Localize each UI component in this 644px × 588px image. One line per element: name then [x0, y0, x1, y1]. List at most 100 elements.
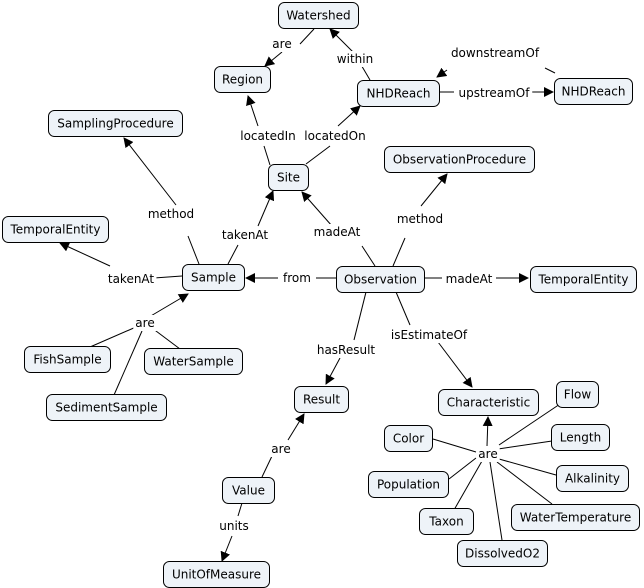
- concept-node-characteristic[interactable]: Characteristic: [438, 389, 539, 416]
- node-label: Taxon: [428, 515, 463, 529]
- connector-line: [263, 145, 271, 166]
- node-box: [438, 389, 539, 416]
- node-box: [419, 508, 474, 535]
- concept-node-nhdreach1[interactable]: NHDReach: [357, 80, 440, 107]
- connector-line: [227, 244, 239, 265]
- link-label-bg: [238, 128, 298, 144]
- link-label-text: madeAt: [314, 225, 361, 239]
- connector-line: [113, 330, 143, 396]
- concept-node-dissolved-o2[interactable]: DissolvedO2: [457, 540, 548, 567]
- link-label-text: takenAt: [222, 228, 269, 242]
- concept-node-unit-of-measure[interactable]: UnitOfMeasure: [163, 561, 270, 588]
- node-box: [46, 394, 167, 421]
- concept-node-temporal-entity-left[interactable]: TemporalEntity: [2, 216, 109, 243]
- link-label-text: are: [135, 316, 154, 330]
- link-label-bg: [448, 45, 542, 61]
- link-label-is-estimate-of: isEstimateOf: [388, 327, 470, 343]
- node-box: [357, 80, 440, 107]
- concept-node-nhdreach2[interactable]: NHDReach: [554, 78, 633, 105]
- node-label: FishSample: [33, 353, 101, 367]
- connector-line: [437, 341, 473, 388]
- link-label-bg: [145, 206, 197, 222]
- concept-node-sample[interactable]: Sample: [182, 264, 245, 291]
- link-label-text: from: [283, 271, 311, 285]
- concept-node-water-sample[interactable]: WaterSample: [144, 348, 243, 375]
- node-label: Length: [560, 431, 601, 445]
- link-label-has-result: hasResult: [314, 342, 378, 358]
- connector-line: [59, 242, 111, 267]
- link-label-downstream-of: downstreamOf: [448, 45, 542, 61]
- concept-node-length[interactable]: Length: [551, 424, 610, 451]
- concept-node-site[interactable]: Site: [268, 164, 309, 191]
- node-box: [24, 346, 111, 373]
- concept-node-population[interactable]: Population: [368, 471, 449, 498]
- link-label-text: method: [148, 207, 194, 221]
- node-box: [530, 266, 637, 293]
- link-label-text: within: [337, 52, 373, 66]
- connector-line: [257, 190, 275, 227]
- node-box: [268, 164, 309, 191]
- link-label-made-at-site: madeAt: [311, 224, 363, 240]
- concept-node-alkalinity[interactable]: Alkalinity: [556, 465, 629, 492]
- connector-line: [448, 457, 477, 480]
- node-box: [214, 66, 271, 93]
- connector-line: [187, 235, 200, 265]
- link-label-text: takenAt: [108, 272, 155, 286]
- node-box: [144, 348, 243, 375]
- connector-line: [329, 28, 356, 55]
- concept-node-value[interactable]: Value: [222, 477, 275, 504]
- node-label: Sample: [191, 271, 236, 285]
- connector-line: [89, 326, 137, 348]
- link-label-are-samples: are: [133, 315, 157, 331]
- concept-node-region[interactable]: Region: [214, 66, 271, 93]
- link-label-bg: [281, 270, 313, 286]
- concept-node-color[interactable]: Color: [384, 425, 433, 452]
- link-label-bg: [314, 342, 378, 358]
- concept-node-observation-procedure[interactable]: ObservationProcedure: [384, 146, 535, 173]
- edges: [59, 28, 561, 562]
- node-box: [182, 264, 245, 291]
- link-label-upstream-of: upstreamOf: [456, 85, 533, 101]
- link-label-method-sample: method: [145, 206, 197, 222]
- link-label-text: are: [478, 447, 497, 461]
- concept-node-sampling-procedure[interactable]: SamplingProcedure: [48, 110, 183, 137]
- link-label-text: locatedOn: [304, 129, 365, 143]
- link-label-text: upstreamOf: [459, 86, 531, 100]
- node-box: [554, 78, 633, 105]
- link-label-method-observation: method: [394, 211, 446, 227]
- connector-line: [497, 440, 553, 450]
- node-label: NHDReach: [367, 87, 431, 101]
- connector-line: [325, 357, 341, 385]
- concept-node-temporal-entity-right[interactable]: TemporalEntity: [530, 266, 637, 293]
- concept-node-taxon[interactable]: Taxon: [419, 508, 474, 535]
- node-label: TemporalEntity: [538, 273, 629, 287]
- concept-node-watershed[interactable]: Watershed: [278, 2, 359, 29]
- node-box: [556, 381, 599, 408]
- node-box: [368, 471, 449, 498]
- connector-line: [544, 67, 556, 74]
- link-label-bg: [105, 271, 157, 287]
- node-label: DissolvedO2: [465, 547, 540, 561]
- connector-line: [337, 105, 361, 127]
- concept-node-flow[interactable]: Flow: [556, 381, 599, 408]
- node-box: [222, 477, 275, 504]
- node-label: ObservationProcedure: [393, 153, 526, 167]
- concept-node-observation[interactable]: Observation: [336, 266, 425, 293]
- connector-line: [151, 327, 181, 350]
- concept-node-result[interactable]: Result: [294, 386, 349, 413]
- concept-node-fish-sample[interactable]: FishSample: [24, 346, 111, 373]
- node-label: SedimentSample: [55, 401, 157, 415]
- link-label-text: downstreamOf: [451, 46, 540, 60]
- connector-line: [361, 245, 376, 267]
- link-label-text: hasResult: [317, 343, 376, 357]
- link-label-located-on: locatedOn: [302, 128, 368, 144]
- link-label-are-value: are: [269, 441, 293, 457]
- concept-node-sediment-sample[interactable]: SedimentSample: [46, 394, 167, 421]
- concept-node-water-temperature[interactable]: WaterTemperature: [511, 504, 640, 531]
- link-label-bg: [302, 128, 368, 144]
- link-label-bg: [311, 224, 363, 240]
- node-label: Observation: [344, 273, 417, 287]
- link-label-bg: [269, 441, 293, 457]
- connector-line: [436, 67, 448, 78]
